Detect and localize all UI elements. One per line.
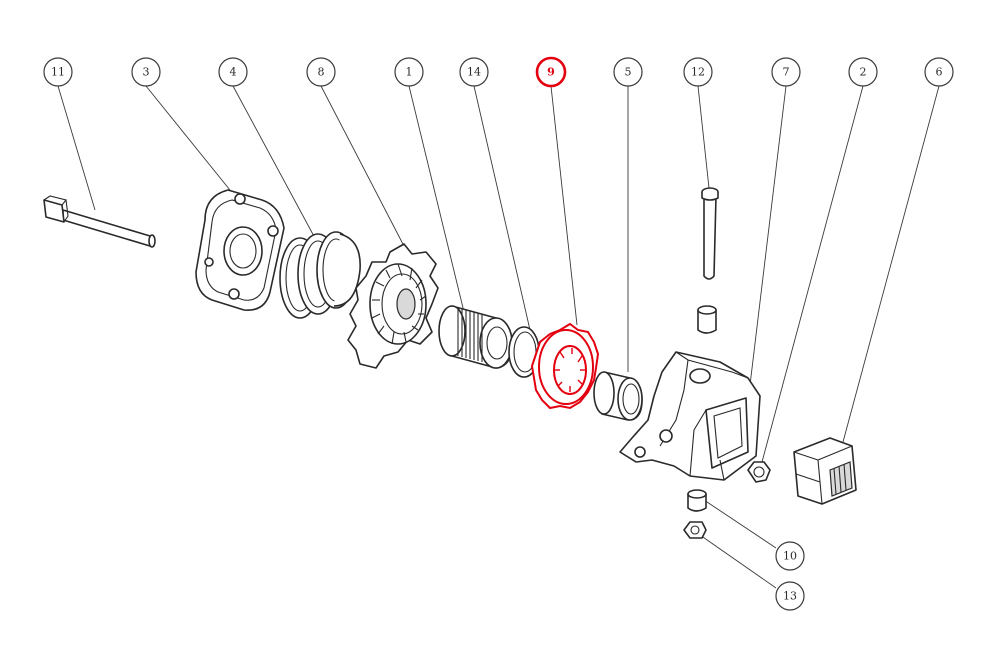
leader-8 — [320, 85, 406, 249]
leader-14 — [473, 85, 531, 331]
leader-4 — [232, 85, 317, 241]
callout-label: 4 — [230, 66, 237, 79]
leader-13 — [699, 534, 777, 589]
part-12-pin — [701, 187, 719, 280]
part-10-bushing — [687, 489, 707, 512]
callout-14: 14 — [459, 57, 489, 87]
callout-label: 8 — [318, 66, 325, 79]
callout-label: 12 — [691, 66, 705, 79]
leader-12 — [697, 85, 710, 189]
callout-label: 13 — [783, 590, 797, 603]
callout-label-highlighted: 9 — [547, 66, 555, 79]
callout-label: 1 — [406, 66, 413, 79]
callout-5: 5 — [613, 57, 643, 87]
part-6-coupling — [793, 437, 857, 505]
leader-1 — [408, 85, 465, 313]
leader-10 — [703, 499, 777, 549]
part-8-clutch-disk — [347, 243, 439, 369]
callout-10: 10 — [775, 541, 805, 571]
callout-label: 14 — [467, 66, 481, 79]
leader-6 — [842, 85, 940, 443]
part-11-bolt — [43, 195, 156, 248]
part-7-housing — [619, 351, 761, 481]
part-3-flange-plate — [195, 189, 285, 311]
part-5-bushing — [593, 371, 643, 421]
callout-7: 7 — [771, 57, 801, 87]
callout-label: 2 — [860, 66, 867, 79]
leader-lines — [57, 85, 940, 589]
callout-12: 12 — [683, 57, 713, 87]
part-1-splined-sleeve — [438, 305, 513, 369]
callout-3: 3 — [131, 57, 161, 87]
leader-2 — [761, 85, 864, 463]
leader-9 — [550, 85, 578, 326]
callout-label: 5 — [625, 66, 632, 79]
callout-4: 4 — [218, 57, 248, 87]
callout-9: 9 — [535, 56, 567, 88]
leader-3 — [145, 85, 239, 201]
callout-8: 8 — [306, 57, 336, 87]
callout-label: 3 — [143, 66, 150, 79]
callout-label: 10 — [783, 550, 797, 563]
callout-label: 6 — [936, 66, 943, 79]
part-2-nut — [747, 461, 771, 483]
callout-6: 6 — [924, 57, 954, 87]
leader-7 — [749, 85, 787, 386]
callout-label: 7 — [783, 66, 790, 79]
part-13-nut — [683, 521, 707, 539]
callout-bubbles: 11 3 4 8 1 14 9 5 — [43, 56, 954, 611]
callout-1: 1 — [394, 57, 424, 87]
part-4-spring — [279, 231, 361, 319]
callout-13: 13 — [775, 581, 805, 611]
callout-2: 2 — [848, 57, 878, 87]
callout-11: 11 — [43, 57, 73, 87]
part-9-toothed-ring — [530, 322, 600, 410]
leader-11 — [57, 85, 96, 211]
callout-label: 11 — [51, 66, 65, 79]
part-small-bushing — [697, 305, 717, 334]
